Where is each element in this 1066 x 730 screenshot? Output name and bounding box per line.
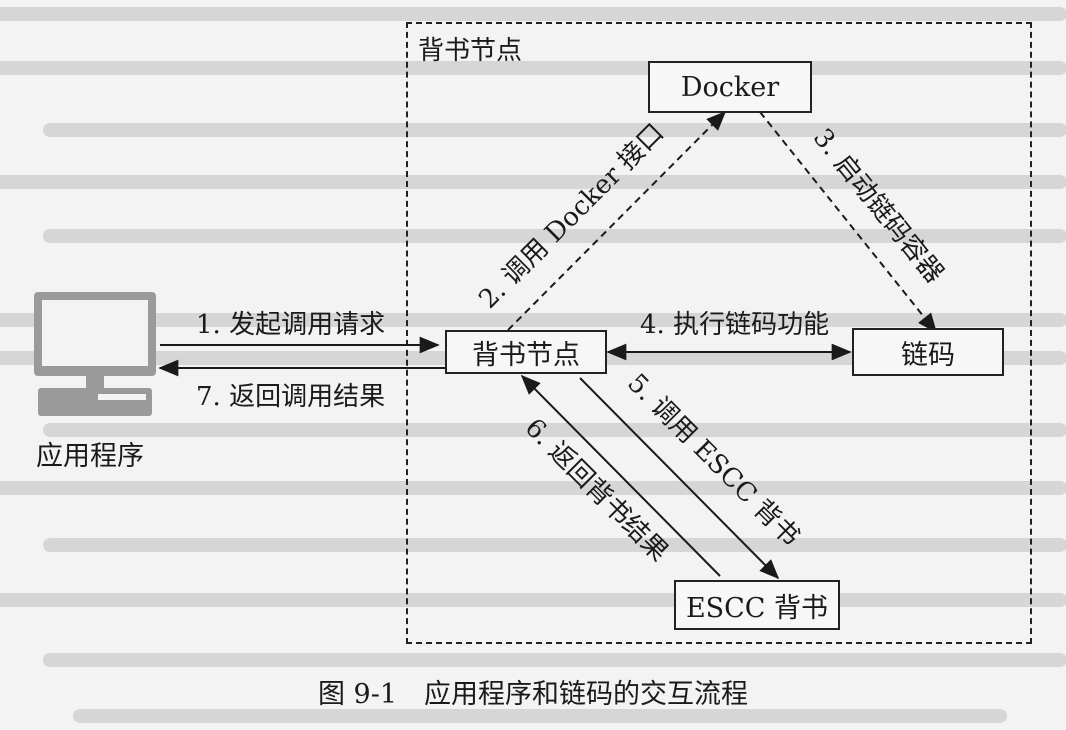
escc-node: ESCC 背书 [674,580,840,630]
endorser-node: 背书节点 [445,330,607,374]
escc-node-label: ESCC 背书 [685,592,829,624]
docker-node: Docker [648,61,812,113]
arrow-call-docker [507,110,727,331]
arrow-call-escc [579,377,780,580]
arrow-return-endorsement [520,374,721,577]
label-return-result: 7. 返回调用结果 [196,382,386,412]
endorser-region [406,22,1032,644]
figure-caption: 图 9-1 应用程序和链码的交互流程 [317,679,749,710]
app-label: 应用程序 [36,441,144,472]
label-execute-chaincode: 4. 执行链码功能 [640,310,830,340]
docker-node-label: Docker [680,71,780,103]
endorser-region-label: 背书节点 [418,36,523,66]
chaincode-node: 链码 [852,328,1004,376]
arrow-start-container [759,111,938,334]
computer-icon [34,292,156,416]
chaincode-node-label: 链码 [901,339,955,371]
label-call-request: 1. 发起调用请求 [196,310,386,340]
endorser-node-label: 背书节点 [472,339,580,371]
